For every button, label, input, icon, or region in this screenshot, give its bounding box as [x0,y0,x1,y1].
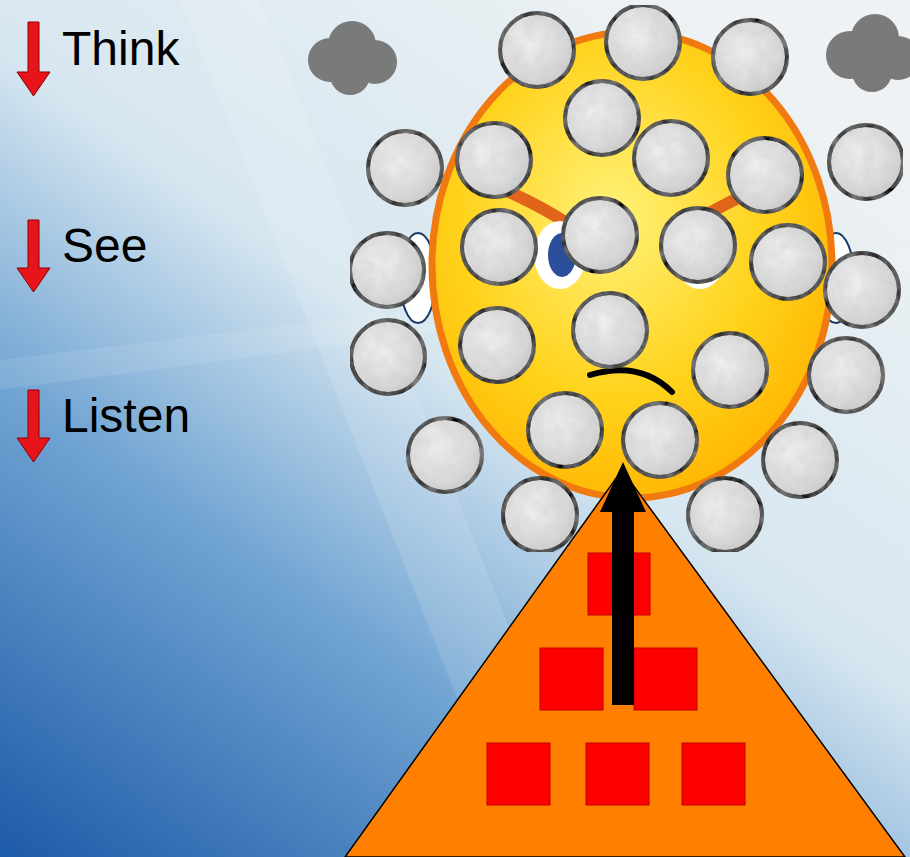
label-text: Listen [62,388,190,443]
down-arrow [17,22,50,96]
down-arrows [17,22,50,462]
mouth [590,370,672,392]
up-arrow [600,462,646,705]
label-text: Think [62,21,179,76]
down-arrow [17,220,50,292]
label-text: See [62,218,147,273]
down-arrow [17,390,50,462]
angry-face [432,32,832,498]
